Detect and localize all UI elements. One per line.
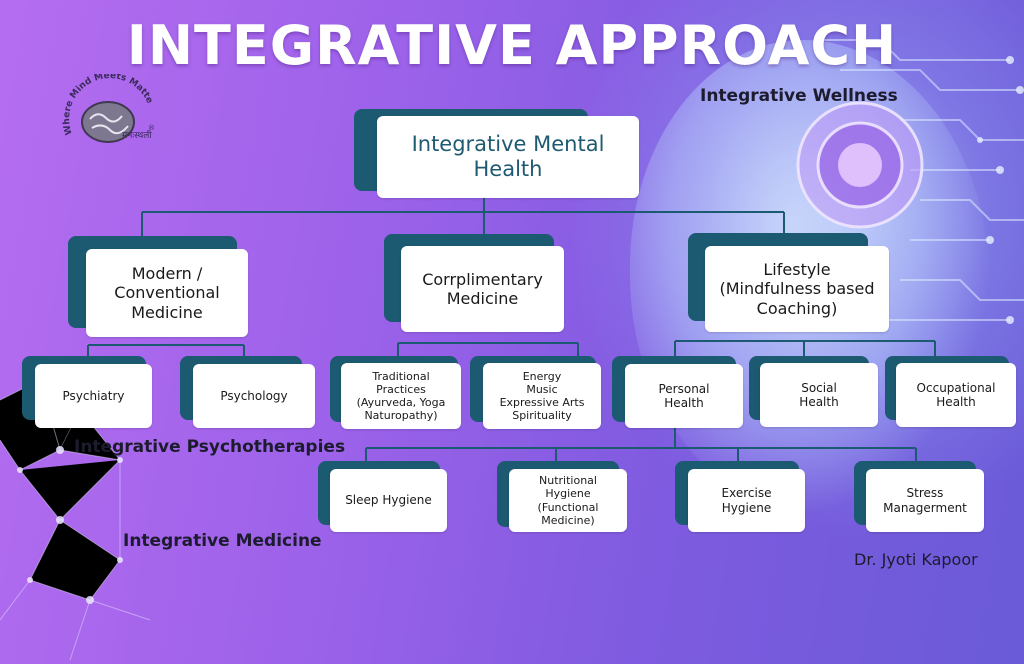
node-box: Psychiatry <box>35 364 152 428</box>
node-label: Traditional Practices (Ayurveda, Yoga Na… <box>356 369 446 423</box>
node-box: Energy Music Expressive Arts Spiritualit… <box>483 363 601 429</box>
label-integrative-psychotherapies: Integrative Psychotherapies <box>74 437 346 457</box>
node-box: Modern / Conventional Medicine <box>86 249 248 337</box>
node-box: Nutritional Hygiene (Functional Medicine… <box>509 469 627 532</box>
label-integrative-medicine: Integrative Medicine <box>123 531 322 551</box>
node-label: Exercise Hygiene <box>721 486 772 515</box>
node-box: Exercise Hygiene <box>688 469 805 532</box>
brain-logo-icon: Where Mind Meets Matter मनःस्थली ® <box>60 74 155 143</box>
node-label: Psychiatry <box>62 388 125 403</box>
node-label: Occupational Health <box>916 380 996 409</box>
node-label: Energy Music Expressive Arts Spiritualit… <box>499 369 585 423</box>
node-box: Traditional Practices (Ayurveda, Yoga Na… <box>341 363 461 429</box>
node-label: Lifestyle (Mindfulness based Coaching) <box>719 260 875 318</box>
node-label: Sleep Hygiene <box>345 493 432 508</box>
node-box: Sleep Hygiene <box>330 469 447 532</box>
node-box: Social Health <box>760 363 878 427</box>
node-label: Personal Health <box>658 381 710 410</box>
node-box: Corrplimentary Medicine <box>401 246 564 332</box>
node-label: Integrative Mental Health <box>411 131 605 181</box>
target-circle-icon <box>796 101 924 229</box>
node-box: Lifestyle (Mindfulness based Coaching) <box>705 246 889 332</box>
node-box: Personal Health <box>625 364 743 428</box>
node-box: Integrative Mental Health <box>377 116 639 198</box>
node-label: Stress Managerment <box>883 486 967 515</box>
node-box: Occupational Health <box>896 363 1016 427</box>
node-box: Stress Managerment <box>866 469 984 532</box>
page-title: INTEGRATIVE APPROACH <box>126 14 898 77</box>
label-integrative-wellness: Integrative Wellness <box>700 86 898 106</box>
logo-registered-mark: ® <box>148 124 155 132</box>
node-label: Nutritional Hygiene (Functional Medicine… <box>537 474 599 527</box>
node-label: Corrplimentary Medicine <box>422 269 543 308</box>
author-credit: Dr. Jyoti Kapoor <box>854 550 978 569</box>
node-label: Social Health <box>799 380 839 409</box>
node-label: Modern / Conventional Medicine <box>114 264 220 322</box>
node-box: Psychology <box>193 364 315 428</box>
node-label: Psychology <box>220 388 288 403</box>
logo-brand-text: मनःस्थली <box>122 129 152 141</box>
